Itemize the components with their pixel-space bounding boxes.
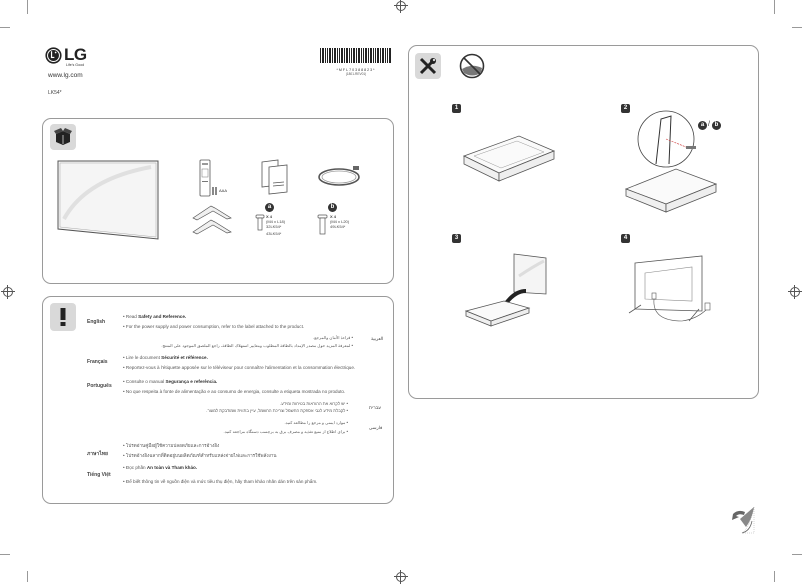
step-4-number: 4 <box>621 234 630 243</box>
lg-logo: LG <box>45 45 87 65</box>
screw-a-info: X 4 (M4 x L18) 32LK54* 43LK54* <box>266 214 285 236</box>
screw-b-badge: b <box>328 203 337 212</box>
barcode: *MFL70388823* (1801-REV01) <box>320 48 392 76</box>
tools-icon <box>415 53 441 79</box>
vietnamese-line-1: • Đọc phần An toàn và Tham khảo. <box>123 465 198 470</box>
page-turn-icon[interactable] <box>730 505 758 537</box>
hebrew-line-2: • לקבלת מידע לגבי אספקת החשמל וצריכת החש… <box>206 408 348 413</box>
screw-b-info: X 4 (M4 x L20) 49LK54* <box>330 214 349 229</box>
brand-name: LG <box>64 45 87 64</box>
barcode-icon <box>320 48 391 63</box>
screw-a-icon <box>255 214 265 231</box>
lang-vietnamese: Tiếng Việt <box>87 472 111 478</box>
lang-arabic: العربية <box>371 336 384 341</box>
vietnamese-line-2: • Để biết thông tin về nguồn điện và mức… <box>123 479 318 484</box>
arabic-line-1: • قراءة الأمان والمرجع. <box>313 335 353 340</box>
lang-hebrew: עברית <box>369 405 381 410</box>
screw-a-model: 43LK54* <box>266 231 282 236</box>
crop-mark <box>792 554 802 555</box>
safety-info-box: English • Read Safety and Reference. • F… <box>42 296 394 504</box>
no-drill-icon <box>459 53 485 79</box>
assembly-box: 1 2 a / b 3 4 <box>408 45 759 399</box>
model-number: LK54* <box>48 90 62 96</box>
screw-a-badge: a <box>265 203 274 212</box>
french-line-2: • Reportez-vous à l'étiquette apposée su… <box>123 365 356 370</box>
registration-mark-icon <box>788 285 802 299</box>
screw-a-spec: (M4 x L18) <box>266 219 286 224</box>
badge-b: b <box>712 121 721 130</box>
barcode-subtext: (1801-REV01) <box>345 72 367 76</box>
stand-icon <box>192 205 232 235</box>
step-4-illustration <box>628 255 711 322</box>
crop-mark <box>0 27 10 28</box>
registration-mark-icon <box>1 285 15 299</box>
english-line-1: • Read Safety and Reference. <box>123 314 187 319</box>
open-box-icon <box>50 124 76 150</box>
persian-line-1: • موارد ایمنی و مرجع را مطالعه کنید. <box>284 420 348 425</box>
crop-mark <box>0 554 10 555</box>
step-3-number: 3 <box>452 234 461 243</box>
step-1-illustration <box>462 135 556 182</box>
thai-line-1: • โปรดอ่านคู่มือผู้ใช้ความปลอดภัยและการอ… <box>123 443 220 448</box>
lang-persian: فارسی <box>369 425 383 430</box>
step-2-number: 2 <box>621 104 630 113</box>
brand-tagline: Life's Good <box>66 63 85 67</box>
remote-control-icon <box>199 159 217 197</box>
lang-thai: ภาษาไทย <box>87 451 108 457</box>
registration-mark-icon <box>394 570 408 584</box>
crop-mark <box>774 0 775 14</box>
french-line-1: • Lire le document Sécurité et référence… <box>123 355 208 360</box>
barcode-text: *MFL70388823* <box>336 68 376 72</box>
portuguese-line-1: • Consulte o manual Segurança e referênc… <box>123 379 218 384</box>
lang-french: Français <box>87 359 108 365</box>
persian-line-2: • برای اطلاع از منبع تغذیه و مصرف برق به… <box>223 429 348 434</box>
portuguese-line-2: • No que respeita à fonte de alimentação… <box>123 389 346 394</box>
thai-line-2: • โปรดอ้างอิงฉลากที่ติดอยู่บนผลิตภัณฑ์สำ… <box>123 453 277 458</box>
crop-mark <box>792 27 802 28</box>
battery-label: AAA <box>219 188 228 193</box>
crop-mark <box>27 0 28 14</box>
step-1-number: 1 <box>452 104 461 113</box>
exclamation-icon <box>50 303 76 331</box>
lg-face-icon <box>45 46 62 64</box>
crop-mark <box>774 571 775 582</box>
hebrew-line-1: • יש לקרוא את ההוראות בטיחות ומידע. <box>280 401 348 406</box>
badge-divider: / <box>708 121 710 128</box>
lang-portuguese: Português <box>87 383 112 389</box>
power-cord-icon <box>318 166 360 186</box>
screw-b-qty: X 4 <box>330 214 337 219</box>
english-line-2: • For the power supply and power consump… <box>123 324 305 329</box>
tv-panel-icon <box>57 160 159 240</box>
lang-english: English <box>87 319 106 325</box>
registration-mark-icon <box>394 0 408 13</box>
crop-mark <box>27 571 28 582</box>
screw-b-spec: (M4 x L20) <box>330 219 350 224</box>
step-2-illustration <box>624 110 718 213</box>
badge-a: a <box>698 121 707 130</box>
manuals-icon <box>261 159 288 195</box>
arabic-line-2: • لمعرفة المزيد حول مصدر الإمداد بالطاقة… <box>161 343 353 348</box>
website: www.lg.com <box>48 72 83 79</box>
screw-a-qty: X 4 <box>266 214 273 219</box>
screw-b-model: 49LK54* <box>330 224 346 229</box>
screw-a-model: 32LK54* <box>266 224 282 229</box>
step-3-illustration <box>464 253 547 327</box>
screw-b-icon <box>317 214 328 235</box>
components-box: AAA a X 4 (M4 x L18) 32LK54* 43LK54* b X… <box>42 118 394 284</box>
